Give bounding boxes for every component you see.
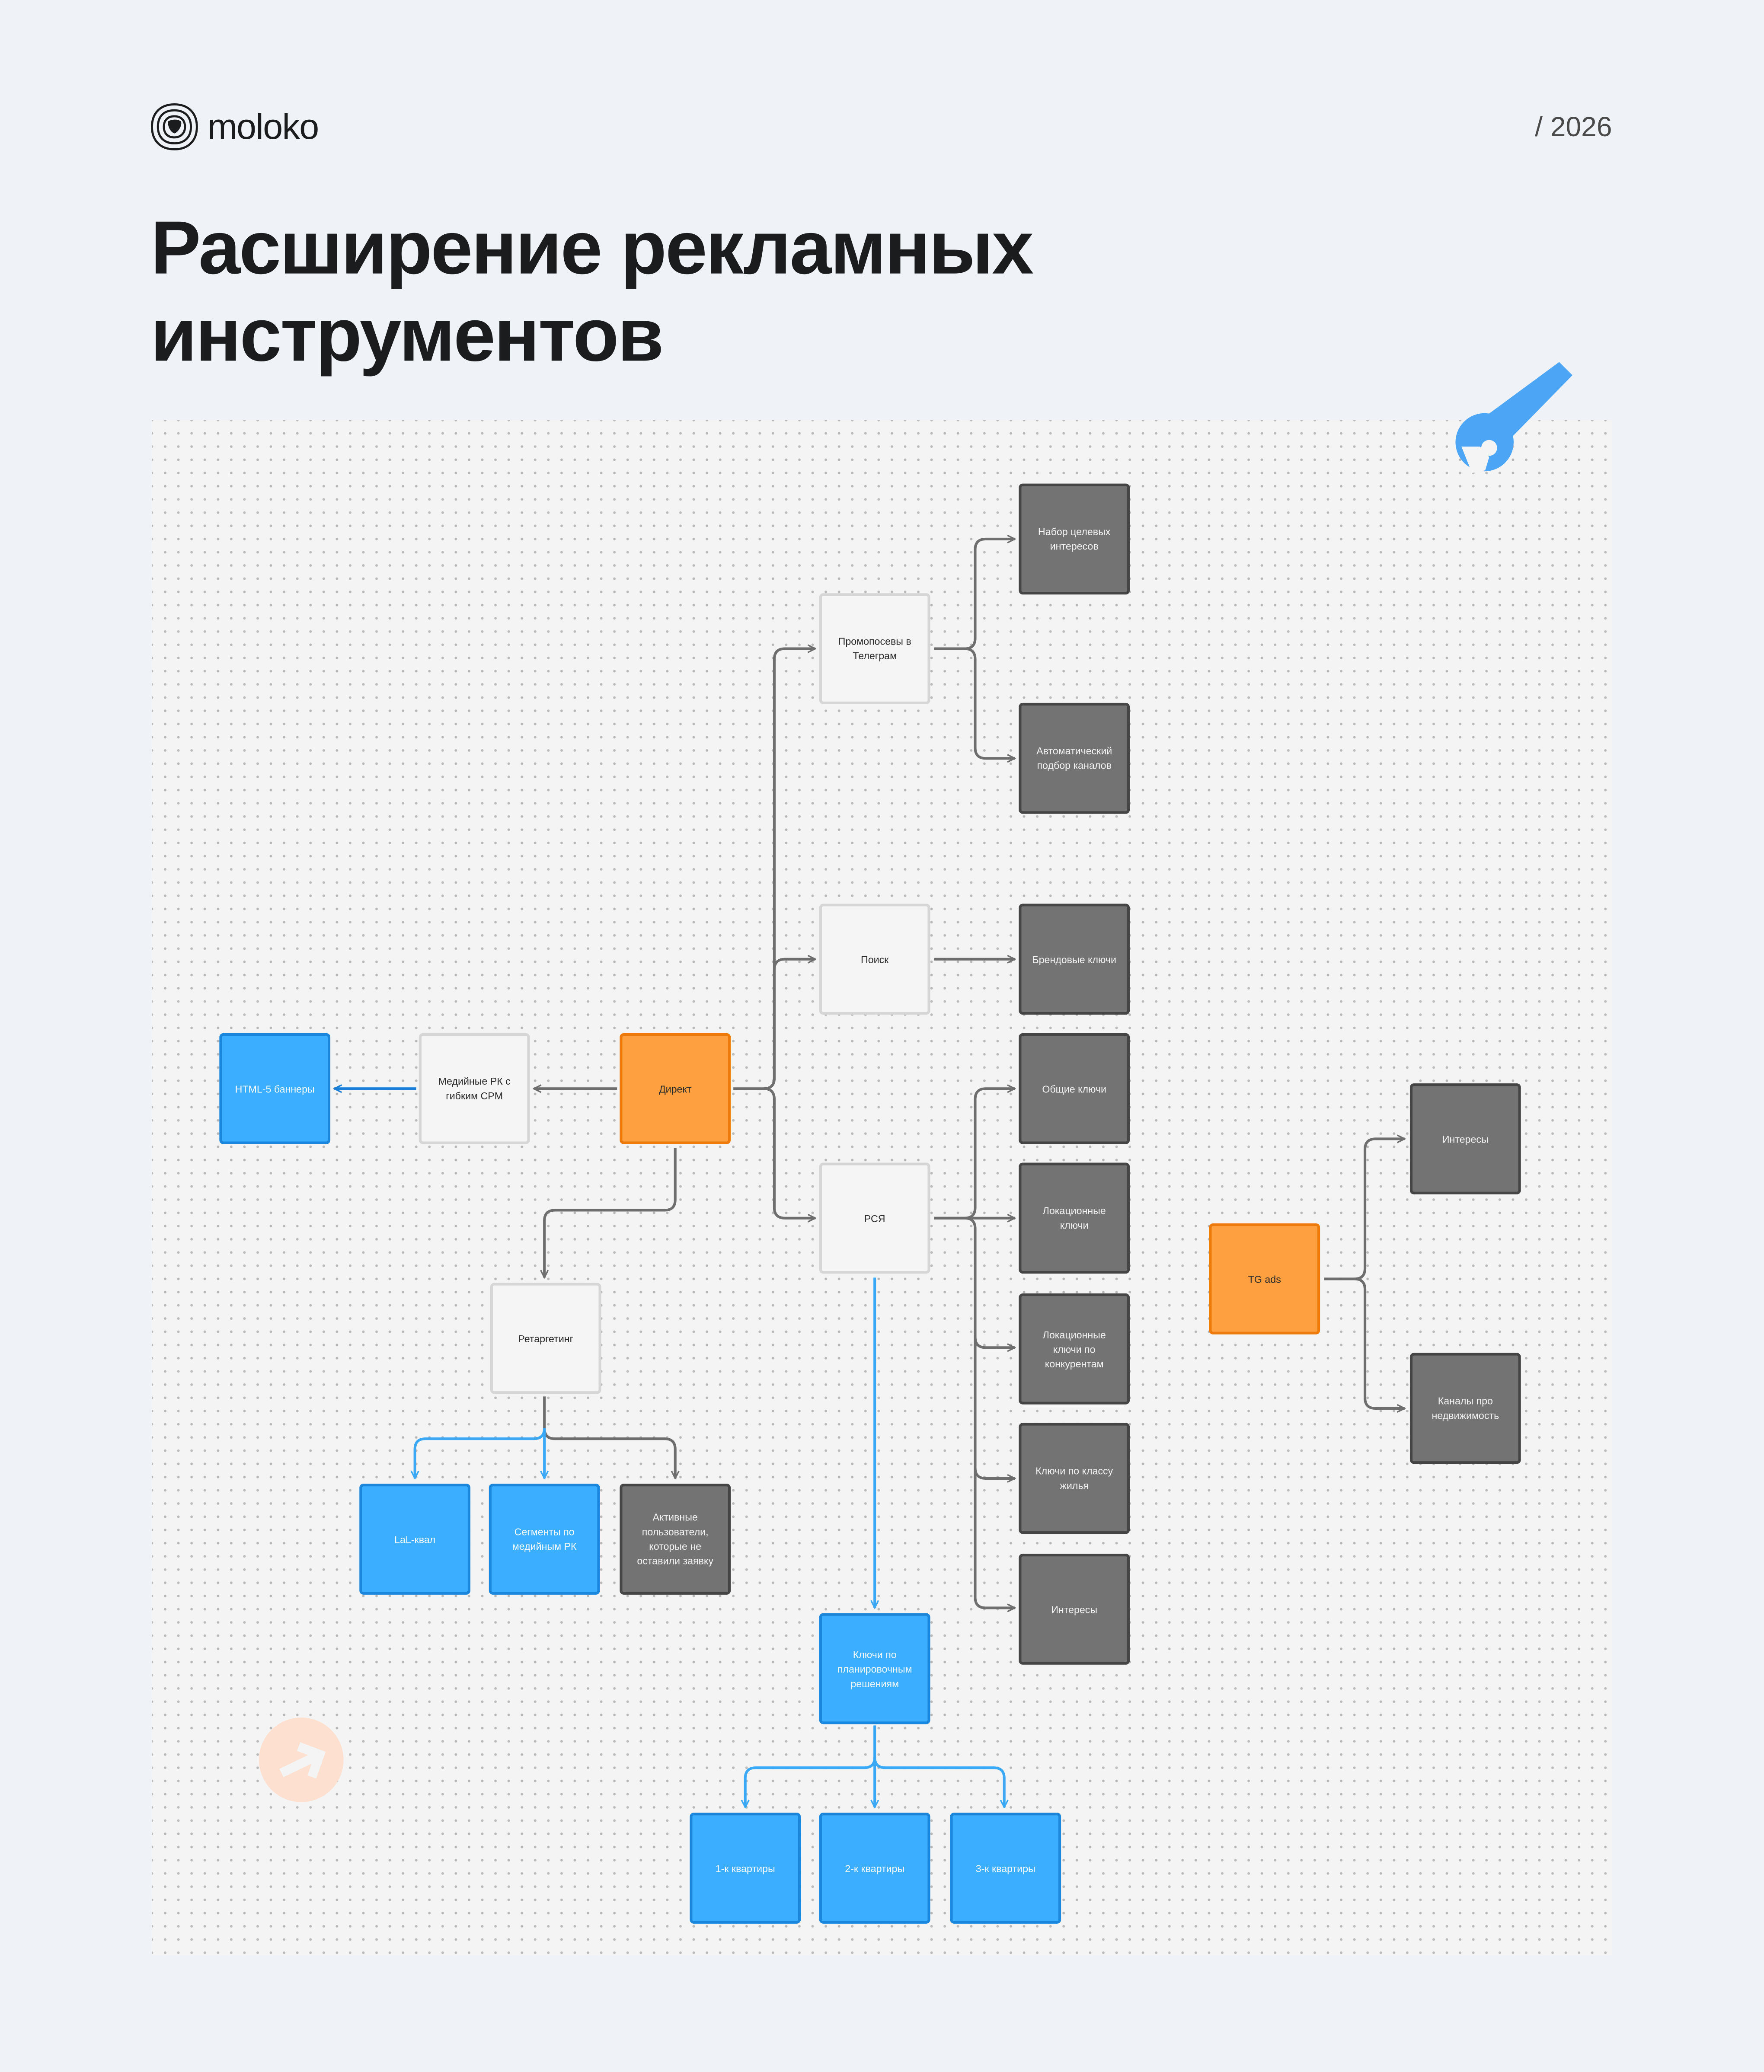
link-layout-flat1 [745, 1725, 876, 1807]
node-general-keys[interactable]: Общие ключи [1019, 1033, 1130, 1144]
node-label: Интересы [1442, 1133, 1489, 1145]
node-realty-channels[interactable]: Каналы про недвижимость [1409, 1353, 1521, 1464]
node-tg-interests[interactable]: Интересы [1409, 1083, 1521, 1194]
node-label: 3-к квартиры [975, 1862, 1035, 1874]
node-promo-telegram[interactable]: Промопосевы в Телеграм [819, 593, 930, 704]
node-location-keys[interactable]: Локационные ключи [1019, 1162, 1130, 1274]
link-promo-channels [964, 647, 1015, 759]
node-label: Поиск [861, 953, 889, 965]
link-layout-flat3 [873, 1757, 1004, 1807]
node-label: Автоматический подбор каналов [1036, 745, 1112, 772]
node-search[interactable]: Поиск [819, 904, 930, 1015]
node-label: Сегменты по медийным РК [512, 1526, 577, 1553]
node-label: 2-к квартиры [845, 1862, 905, 1874]
link-tg-channels [1354, 1277, 1405, 1408]
node-html5-banners[interactable]: HTML-5 баннеры [219, 1033, 331, 1144]
link-direct-search [764, 959, 815, 1090]
link-direct-rsya [764, 1087, 815, 1218]
node-direct[interactable]: Директ [620, 1033, 731, 1144]
brand-logo: moloko [149, 102, 319, 152]
node-label: Общие ключи [1042, 1082, 1107, 1095]
node-target-interests[interactable]: Набор целевых интересов [1019, 483, 1130, 595]
node-rsya[interactable]: РСЯ [819, 1162, 930, 1274]
node-label: LaL-квал [394, 1533, 436, 1545]
link-rsya-competitors [964, 1216, 1015, 1348]
node-label: Активные пользователи, которые не остави… [637, 1511, 713, 1567]
node-flat-1[interactable]: 1-к квартиры [690, 1813, 801, 1924]
page-title: Расширение рекламных инструментов [150, 205, 1034, 379]
node-label: Промопосевы в Телеграм [838, 635, 911, 662]
node-label: 1-к квартиры [715, 1862, 775, 1874]
node-label: Ключи по классу жилья [1035, 1465, 1113, 1492]
wrench-icon [1455, 362, 1572, 473]
node-tg-ads[interactable]: TG ads [1209, 1223, 1320, 1335]
link-rsya-class [974, 1337, 1015, 1478]
node-label: Локационные ключи по конкурентам [1042, 1328, 1106, 1370]
node-auto-channels[interactable]: Автоматический подбор каналов [1019, 702, 1130, 814]
node-segments[interactable]: Сегменты по медийным РК [489, 1484, 600, 1595]
node-layout-keys[interactable]: Ключи по планировочным решениям [819, 1613, 930, 1724]
node-label: Ключи по планировочным решениям [837, 1648, 912, 1689]
node-label: Каналы про недвижимость [1432, 1395, 1499, 1422]
node-label: TG ads [1248, 1273, 1281, 1285]
link-direct-retargeting [544, 1148, 677, 1278]
node-lal[interactable]: LaL-квал [359, 1484, 471, 1595]
node-label: Интересы [1051, 1603, 1098, 1615]
node-flat-3[interactable]: 3-к квартиры [950, 1813, 1061, 1924]
node-label: Директ [658, 1082, 692, 1095]
node-active-users[interactable]: Активные пользователи, которые не остави… [620, 1484, 731, 1595]
node-media-rk[interactable]: Медийные РК с гибким CPM [419, 1033, 530, 1144]
node-flat-2[interactable]: 2-к квартиры [819, 1813, 930, 1924]
title-line-1: Расширение рекламных [150, 206, 1034, 291]
moloko-logo-icon [151, 103, 198, 150]
brand-name: moloko [207, 106, 319, 146]
title-line-2: инструментов [150, 293, 664, 378]
node-retargeting[interactable]: Ретаргетинг [490, 1283, 601, 1394]
node-class-keys[interactable]: Ключи по классу жилья [1019, 1423, 1130, 1534]
arrow-up-right-icon[interactable] [259, 1718, 344, 1802]
node-brand-keys[interactable]: Брендовые ключи [1019, 904, 1130, 1015]
node-label: HTML-5 баннеры [235, 1082, 315, 1095]
node-label: Брендовые ключи [1032, 953, 1116, 965]
node-label: Набор целевых интересов [1038, 526, 1111, 552]
node-label: Медийные РК с гибким CPM [438, 1075, 511, 1102]
link-retargeting-lal [415, 1428, 546, 1478]
link-tg-interests [1324, 1139, 1404, 1280]
node-label: РСЯ [864, 1212, 885, 1224]
year-label: / 2026 [1535, 112, 1612, 143]
node-label: Локационные ключи [1042, 1205, 1106, 1232]
link-rsya-interests [974, 1468, 1015, 1608]
node-label: Ретаргетинг [518, 1332, 574, 1344]
node-location-competitors[interactable]: Локационные ключи по конкурентам [1019, 1293, 1130, 1405]
link-promo-interests [934, 539, 1015, 650]
link-rsya-general [934, 1089, 1015, 1220]
link-retargeting-active [543, 1396, 675, 1478]
node-rsya-interests[interactable]: Интересы [1019, 1554, 1130, 1665]
